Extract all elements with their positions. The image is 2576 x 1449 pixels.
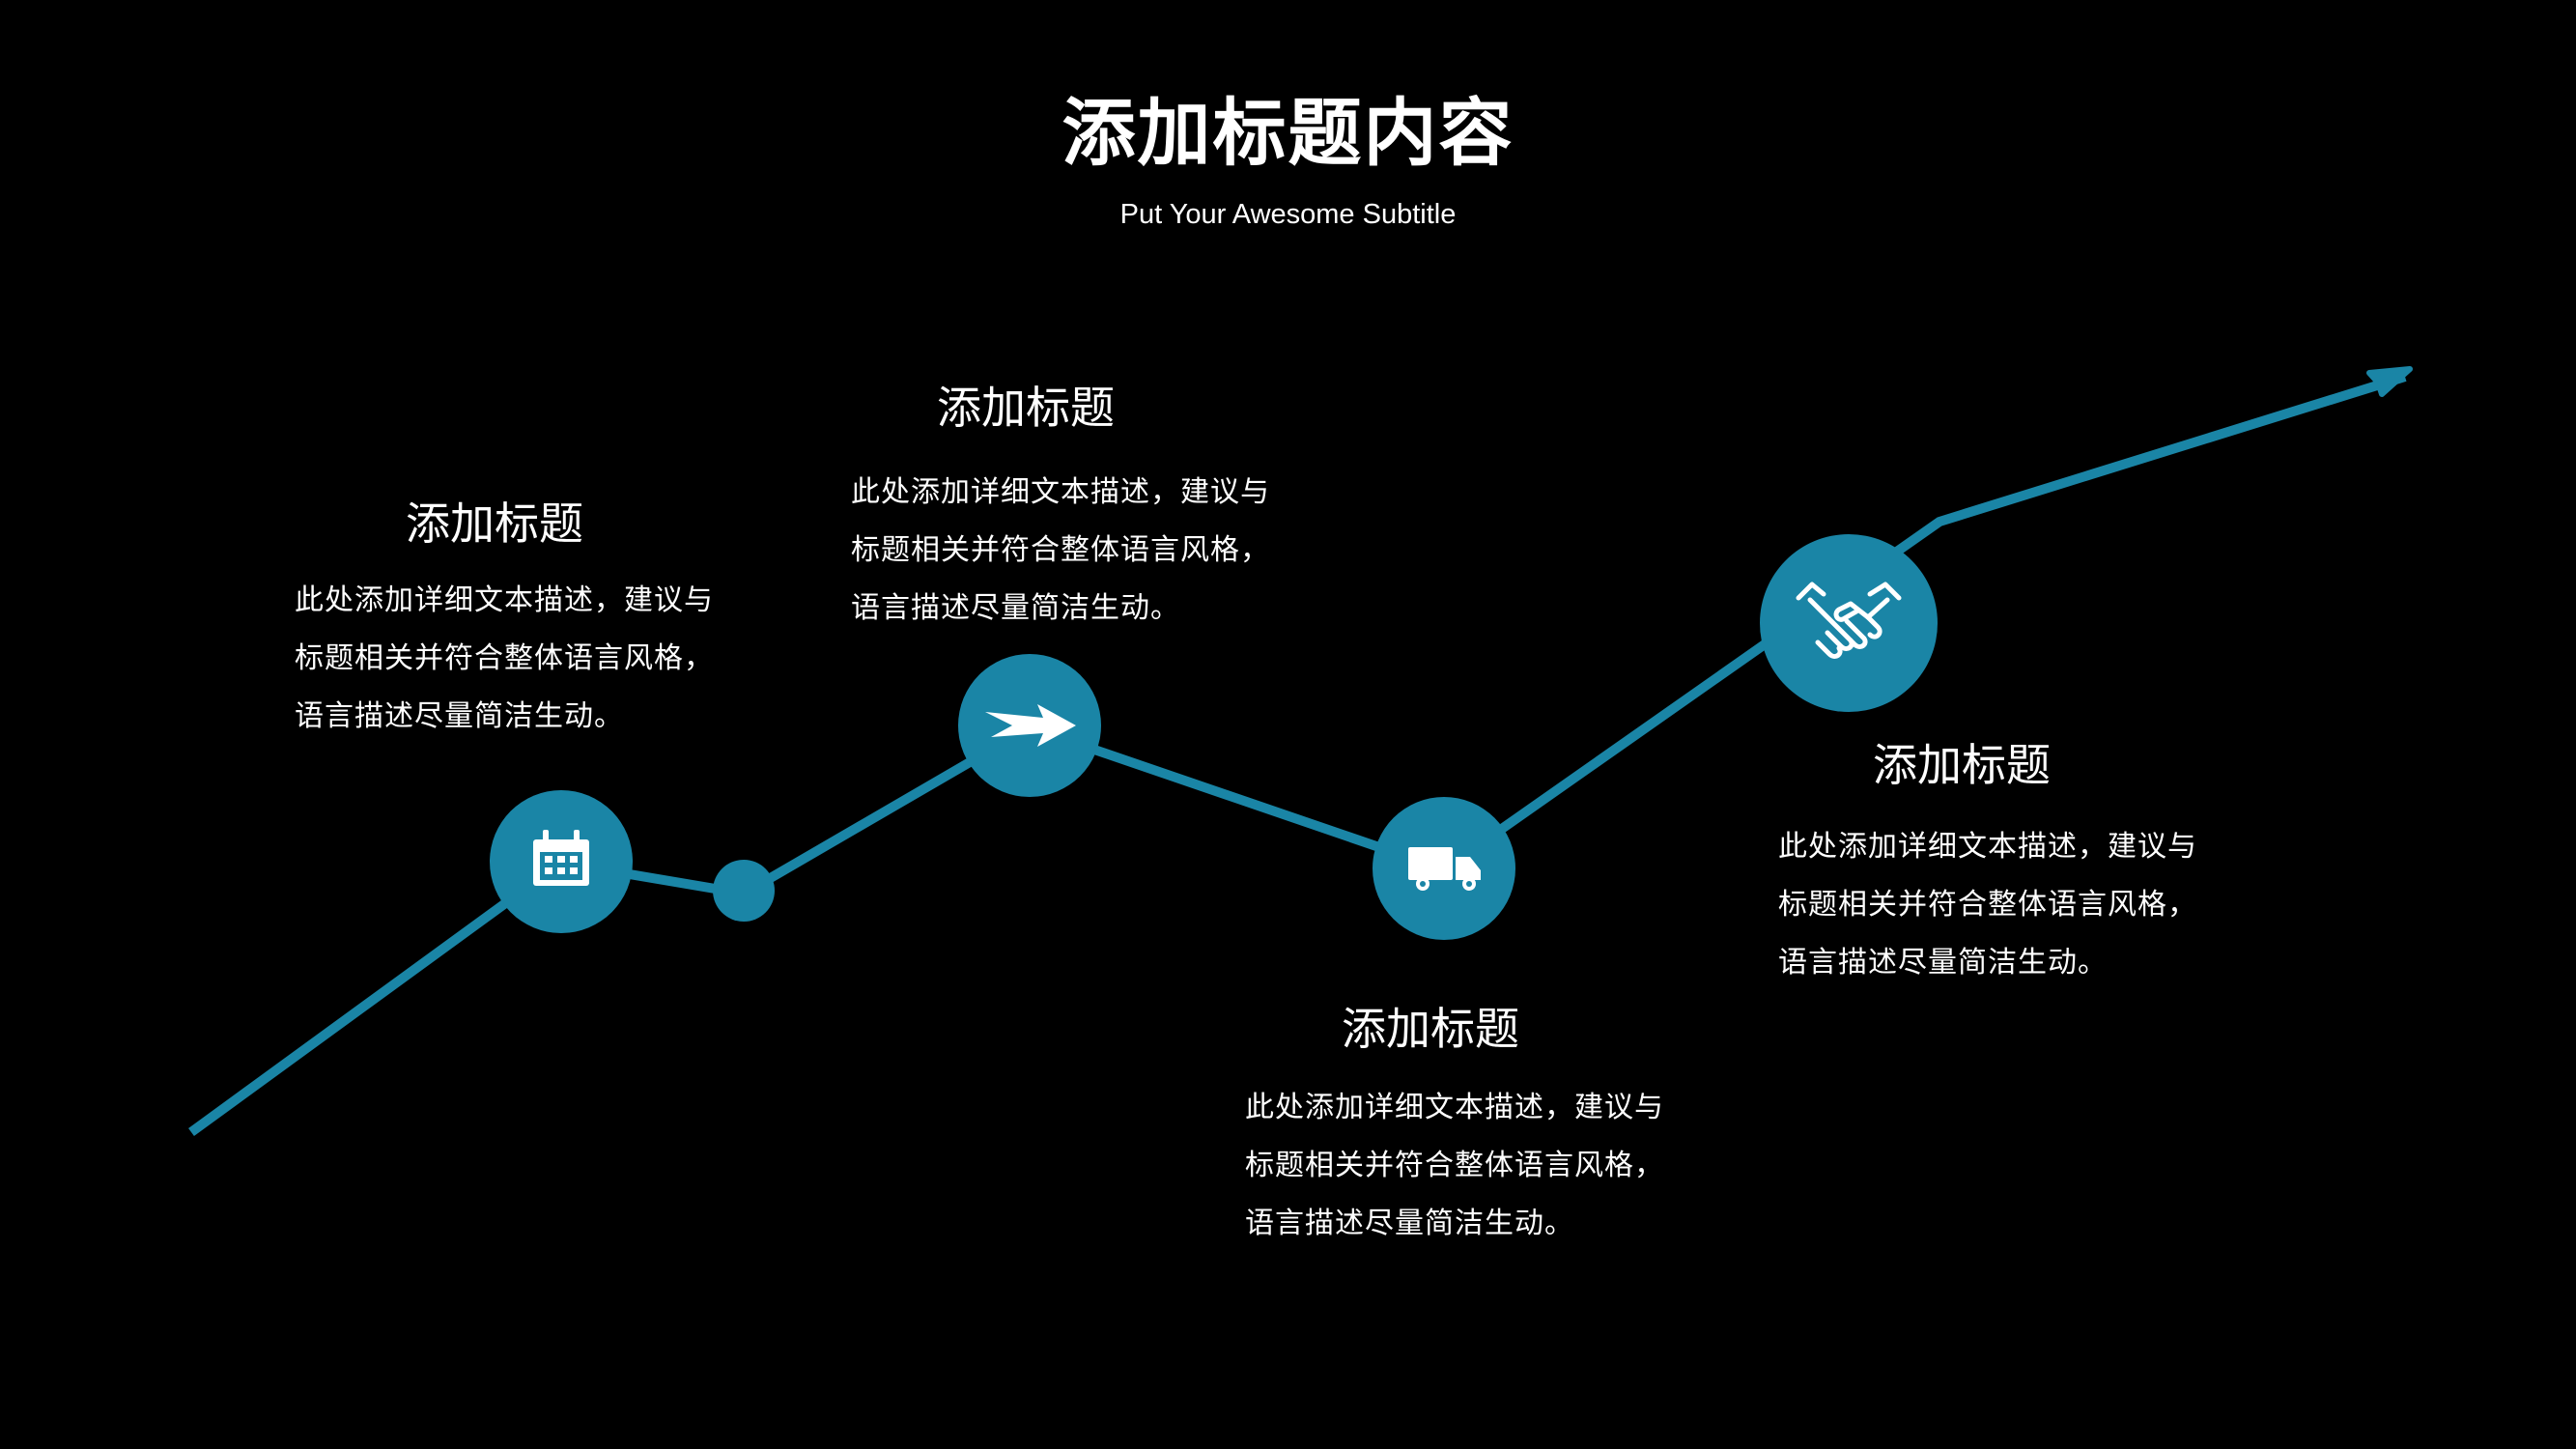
item-description-line: 标题相关并符合整体语言风格， bbox=[1245, 1149, 1664, 1182]
item-description-line: 语言描述尽量简洁生动。 bbox=[1245, 1207, 1574, 1240]
item-description: 此处添加详细文本描述，建议与 标题相关并符合整体语言风格， 语言描述尽量简洁生动… bbox=[1778, 818, 2261, 992]
timeline-item-2: 添加标题 此处添加详细文本描述，建议与 标题相关并符合整体语言风格， 语言描述尽… bbox=[851, 379, 1334, 638]
item-description-line: 此处添加详细文本描述，建议与 bbox=[851, 475, 1270, 509]
item-title: 添加标题 bbox=[937, 382, 1115, 434]
item-description-line: 此处添加详细文本描述，建议与 bbox=[1778, 830, 2197, 864]
arrow-icon bbox=[985, 704, 1076, 747]
timeline-item-1: 添加标题 此处添加详细文本描述，建议与 标题相关并符合整体语言风格， 语言描述尽… bbox=[295, 495, 778, 746]
item-title: 添加标题 bbox=[406, 497, 583, 550]
item-description: 此处添加详细文本描述，建议与 标题相关并符合整体语言风格， 语言描述尽量简洁生动… bbox=[295, 572, 778, 746]
item-description-line: 语言描述尽量简洁生动。 bbox=[295, 699, 624, 733]
item-description-line: 此处添加详细文本描述，建议与 bbox=[295, 583, 714, 617]
handshake-node bbox=[1760, 534, 1938, 712]
item-description-line: 标题相关并符合整体语言风格， bbox=[295, 641, 714, 675]
arrow-head-icon bbox=[2366, 366, 2413, 397]
item-description-line: 标题相关并符合整体语言风格， bbox=[1778, 888, 2197, 922]
arrow-node bbox=[958, 654, 1101, 797]
page-title: 添加标题内容 bbox=[1062, 90, 1514, 176]
item-description-line: 此处添加详细文本描述，建议与 bbox=[1245, 1091, 1664, 1124]
truck-node bbox=[1373, 797, 1515, 940]
item-description-line: 标题相关并符合整体语言风格， bbox=[851, 533, 1270, 567]
item-title: 添加标题 bbox=[1342, 1003, 1519, 1055]
handshake-icon bbox=[1796, 582, 1902, 659]
small-dot bbox=[713, 860, 775, 922]
item-description-line: 语言描述尽量简洁生动。 bbox=[1778, 946, 2108, 980]
timeline-item-3: 添加标题 此处添加详细文本描述，建议与 标题相关并符合整体语言风格， 语言描述尽… bbox=[1245, 1000, 1728, 1253]
item-description-line: 语言描述尽量简洁生动。 bbox=[851, 591, 1180, 625]
truck-icon bbox=[1408, 847, 1481, 891]
page-subtitle: Put Your Awesome Subtitle bbox=[1119, 199, 1457, 230]
calendar-node bbox=[490, 790, 633, 933]
item-description: 此处添加详细文本描述，建议与 标题相关并符合整体语言风格， 语言描述尽量简洁生动… bbox=[851, 464, 1334, 638]
timeline-item-4: 添加标题 此处添加详细文本描述，建议与 标题相关并符合整体语言风格， 语言描述尽… bbox=[1778, 736, 2261, 992]
calendar-icon bbox=[533, 830, 589, 886]
item-description: 此处添加详细文本描述，建议与 标题相关并符合整体语言风格， 语言描述尽量简洁生动… bbox=[1245, 1079, 1728, 1253]
item-title: 添加标题 bbox=[1873, 739, 2051, 791]
